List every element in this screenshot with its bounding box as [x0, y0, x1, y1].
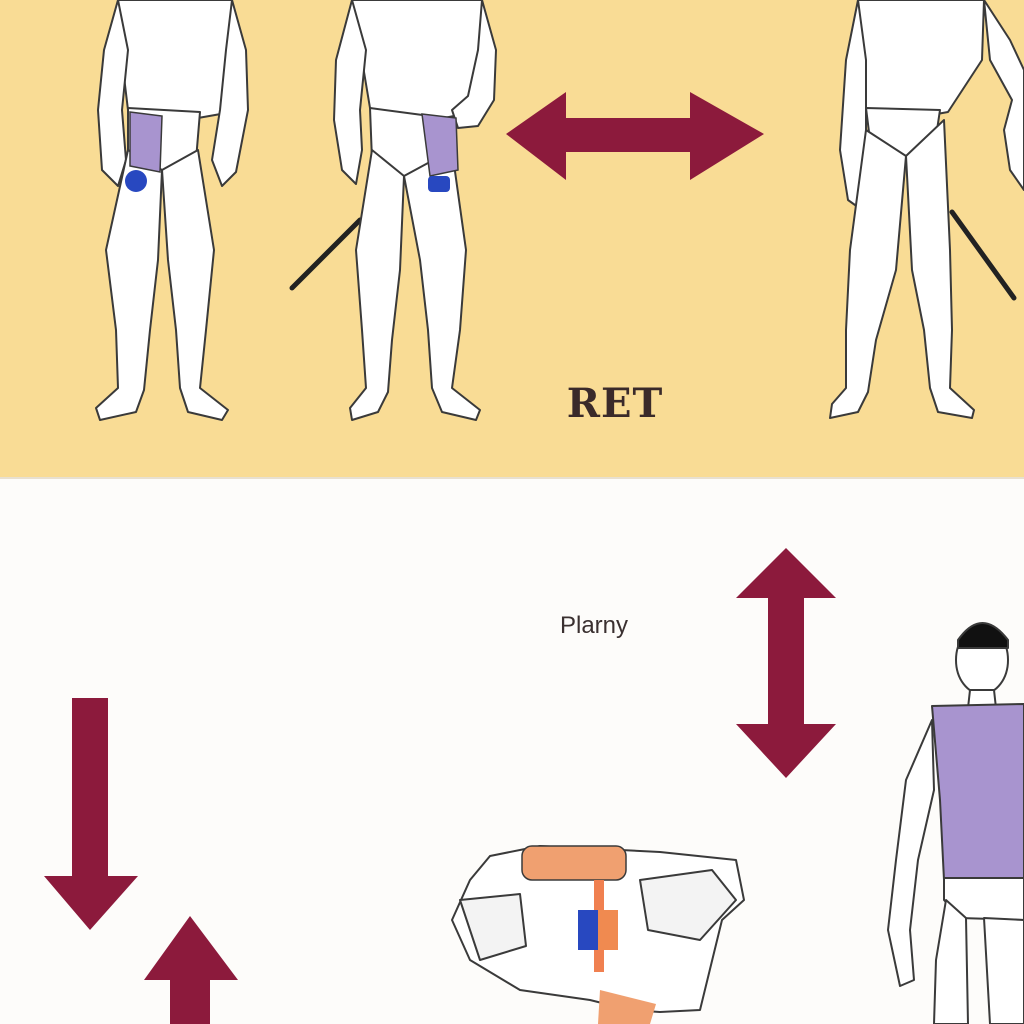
arrow-up [144, 916, 238, 1024]
orange-pad-top [521, 845, 627, 881]
marker-blue-1 [125, 170, 147, 192]
figure-man-purple-shirt [887, 622, 1024, 1024]
figure-folded-body [451, 845, 745, 1013]
marker-blue-2 [428, 176, 450, 192]
arrow-down [44, 698, 138, 930]
arrow-horizontal-both [506, 92, 764, 180]
garment-purple-1 [129, 111, 163, 173]
arrow-vertical-both [736, 548, 836, 778]
garment-purple-2 [421, 113, 459, 177]
label-ret: RET [566, 380, 664, 427]
stick-1 [289, 217, 363, 291]
figure-standing-man-1 [95, 0, 249, 421]
figure-standing-man-3 [829, 0, 1024, 419]
stick-2 [949, 209, 1017, 301]
orange-block [598, 910, 618, 950]
orange-pad-bottom [598, 990, 656, 1024]
label-plarny: Plarny [559, 612, 629, 639]
